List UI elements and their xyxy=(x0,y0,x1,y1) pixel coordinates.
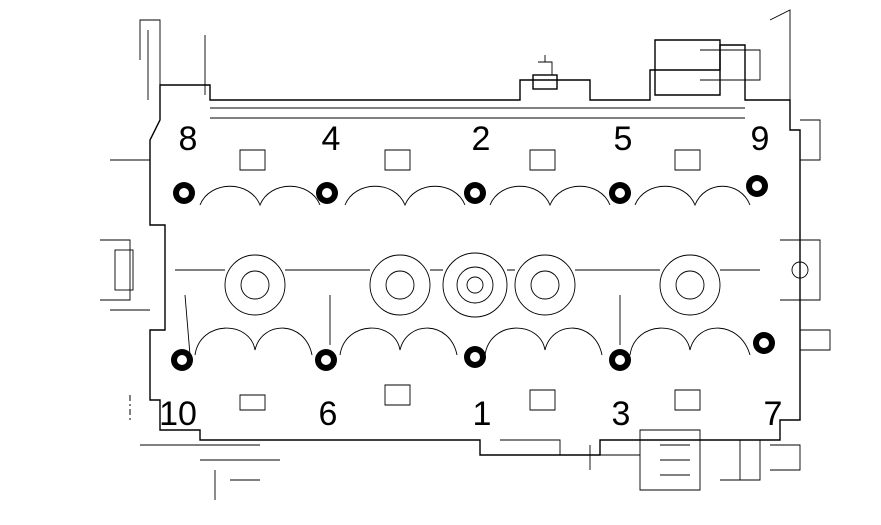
bolt-9 xyxy=(746,175,768,197)
bolt-10 xyxy=(171,349,193,371)
bolt-sequence-label-8: 8 xyxy=(179,120,198,158)
bolt-sequence-label-6: 6 xyxy=(319,395,338,433)
bolt-bore xyxy=(177,355,187,365)
labels-layer: 8 4 2 5 9 10 6 1 3 7 xyxy=(159,120,782,433)
bolt-bore xyxy=(321,355,331,365)
bolt-bore xyxy=(759,338,769,348)
bolts-layer xyxy=(171,175,775,371)
bolt-7 xyxy=(753,332,775,354)
cylinder-head-drawing xyxy=(100,9,831,500)
bolt-8 xyxy=(173,182,195,204)
bolt-sequence-label-3: 3 xyxy=(612,395,631,433)
bolt-bore xyxy=(615,188,625,198)
bolt-sequence-label-5: 5 xyxy=(614,120,633,158)
bolt-bore xyxy=(470,352,480,362)
bolt-sequence-label-4: 4 xyxy=(322,120,341,158)
bolt-5 xyxy=(609,182,631,204)
bolt-sequence-label-9: 9 xyxy=(751,120,770,158)
bolt-1 xyxy=(464,346,486,368)
bolt-bore xyxy=(322,188,332,198)
bolt-3 xyxy=(609,349,631,371)
bolt-bore xyxy=(615,355,625,365)
bolt-4 xyxy=(316,182,338,204)
bolt-sequence-label-1: 1 xyxy=(473,395,492,433)
bolt-6 xyxy=(315,349,337,371)
bolt-sequence-label-7: 7 xyxy=(764,395,783,433)
bolt-bore xyxy=(470,188,480,198)
bolt-sequence-label-2: 2 xyxy=(472,120,491,158)
bolt-2 xyxy=(464,182,486,204)
bolt-sequence-label-10: 10 xyxy=(159,395,197,433)
bolt-bore xyxy=(752,181,762,191)
bolt-bore xyxy=(179,188,189,198)
